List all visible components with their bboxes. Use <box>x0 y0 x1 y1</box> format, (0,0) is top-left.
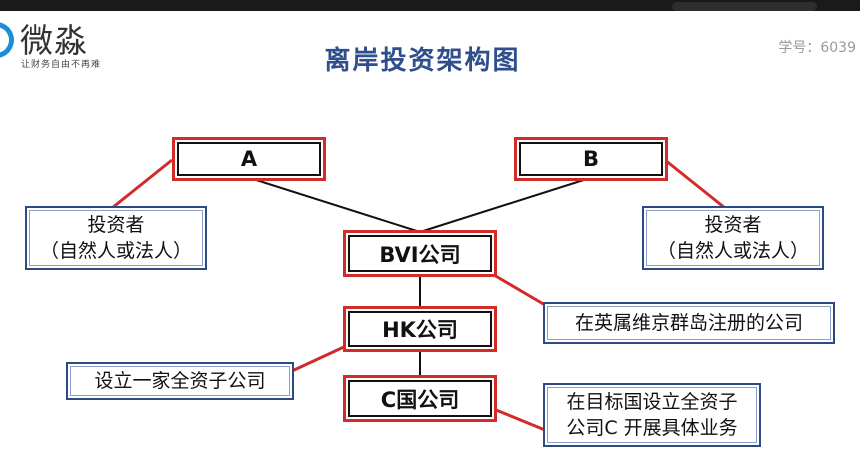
callout-investor-a <box>111 158 173 210</box>
student-id: 学号：6039 <box>778 40 856 56</box>
note-bvi: 在英属维京群岛注册的公司 <box>543 302 835 344</box>
node-hk-label: HK公司 <box>382 318 458 342</box>
page-title: 离岸投资架构图 <box>324 46 521 76</box>
node-bvi-label: BVI公司 <box>379 242 461 267</box>
node-a-label: A <box>240 147 258 171</box>
node-bvi: BVI公司 <box>343 230 497 277</box>
note-hk: 设立一家全资子公司 <box>66 362 294 400</box>
edge-a-bvi <box>249 177 421 233</box>
callout-hk <box>291 344 347 373</box>
node-b-label: B <box>582 147 599 171</box>
node-c: C国公司 <box>343 375 497 422</box>
note-investor-b-label: 投资者 （自然人或法人） <box>656 214 809 262</box>
callout-c <box>495 408 546 432</box>
logo-text: 微淼 <box>20 21 88 60</box>
edge-b-bvi <box>419 177 591 233</box>
top-bar <box>0 0 860 11</box>
note-c: 在目标国设立全资子 公司C 开展具体业务 <box>543 383 761 447</box>
callout-bvi <box>493 273 546 307</box>
logo-slogan: 让财务自由不再难 <box>21 60 102 70</box>
note-hk-label: 设立一家全资子公司 <box>94 370 266 392</box>
note-c-label: 在目标国设立全资子 公司C 开展具体业务 <box>566 391 738 439</box>
top-bar-handle <box>672 2 817 11</box>
note-investor-b: 投资者 （自然人或法人） <box>642 206 824 270</box>
note-investor-a-label: 投资者 （自然人或法人） <box>39 214 192 262</box>
callout-investor-b <box>664 158 726 210</box>
node-b: B <box>514 137 668 181</box>
node-c-label: C国公司 <box>380 387 460 412</box>
note-investor-a: 投资者 （自然人或法人） <box>25 206 207 270</box>
note-bvi-label: 在英属维京群岛注册的公司 <box>574 312 803 334</box>
node-hk: HK公司 <box>343 306 497 352</box>
node-a: A <box>172 137 326 181</box>
